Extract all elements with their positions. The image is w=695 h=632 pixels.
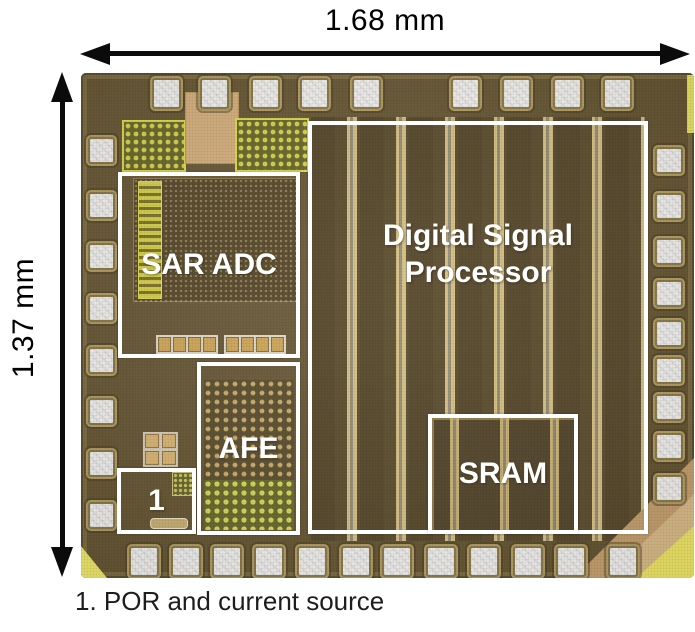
bond-pad-top [300,78,329,109]
region-label-dsp: Digital Signal Processor [383,217,573,291]
bond-pad-left [88,450,115,477]
bond-pad-bottom [129,546,159,577]
bond-pad-right [655,357,683,384]
bond-pad-right [655,193,683,220]
bond-pad-right [655,238,683,265]
bond-pad-top [451,78,480,109]
bond-pad-bottom [382,546,412,577]
region-label-sram: SRAM [458,457,548,490]
height-dimension-arrow-icon [51,72,73,577]
bond-pad-right [655,433,683,460]
bond-pad-bottom [341,546,371,577]
region-label-afe: AFE [218,431,279,465]
chip-width-label: 1.68 mm [324,4,446,37]
bond-pad-top [553,78,582,109]
sar-cap-bank-left [156,335,218,354]
region-box-sar-adc: SAR ADC [118,172,300,358]
arrowhead-right-icon [660,43,690,65]
bond-pad-top [352,78,381,109]
chip-die-photo: SAR ADC AFE 1 Digital Signal Processor S… [81,73,694,578]
dsp-label-line2: Processor [404,256,552,289]
arrow-line [102,51,668,56]
bond-pad-bottom [513,546,543,577]
bond-pad-top [502,78,531,109]
bond-pad-left [88,137,115,164]
decap-array-left [122,120,186,172]
region-box-sram: SRAM [428,414,578,534]
corner-mark-bottom-left [81,546,107,578]
bond-pad-right [655,475,683,502]
bond-pad-left [88,398,115,425]
arrowhead-up-icon [51,72,73,102]
region-label-block1: 1 [148,484,165,517]
bond-pad-right [655,394,683,421]
bond-pad-left [88,243,115,270]
bond-pad-left [88,347,115,374]
sar-cap-bank-right [224,335,286,354]
arrowhead-down-icon [51,547,73,577]
chip-height-label: 1.37 mm [7,257,40,379]
bond-pad-bottom [469,546,499,577]
region-label-sar-adc: SAR ADC [141,248,277,281]
bond-pad-right [655,320,683,347]
region-box-afe: AFE [197,362,300,535]
region-box-por-current-source: 1 [117,468,196,534]
bond-pad-top [251,78,280,109]
bond-pad-bottom [212,546,242,577]
bond-pad-top [603,78,632,109]
arrow-line [60,94,65,555]
bond-pad-right [655,147,683,174]
arrowhead-left-icon [80,43,110,65]
quad-capacitor-block [143,432,178,467]
bond-pad-bottom [254,546,284,577]
bond-pad-bottom [171,546,201,577]
width-dimension-arrow-icon [80,43,690,65]
bond-pad-bottom [426,546,456,577]
sar-reference-ladder [138,181,162,299]
mini-metal-bar [150,518,188,529]
decap-array-right [235,118,309,172]
bond-pad-right [655,280,683,307]
figure-caption: 1. POR and current source [75,586,385,616]
bond-pad-top [152,78,181,109]
bond-pad-left [88,192,115,219]
corner-mark-top-right [687,75,694,133]
afe-dot-pattern-green [204,480,294,530]
bond-pad-bottom [556,546,586,577]
bond-pad-bottom [297,546,327,577]
bond-pad-left [88,502,115,529]
dsp-label-line1: Digital Signal [382,219,574,252]
bond-pad-top [200,78,229,109]
bond-pad-left [88,295,115,322]
bond-pad-bottom [608,546,638,577]
